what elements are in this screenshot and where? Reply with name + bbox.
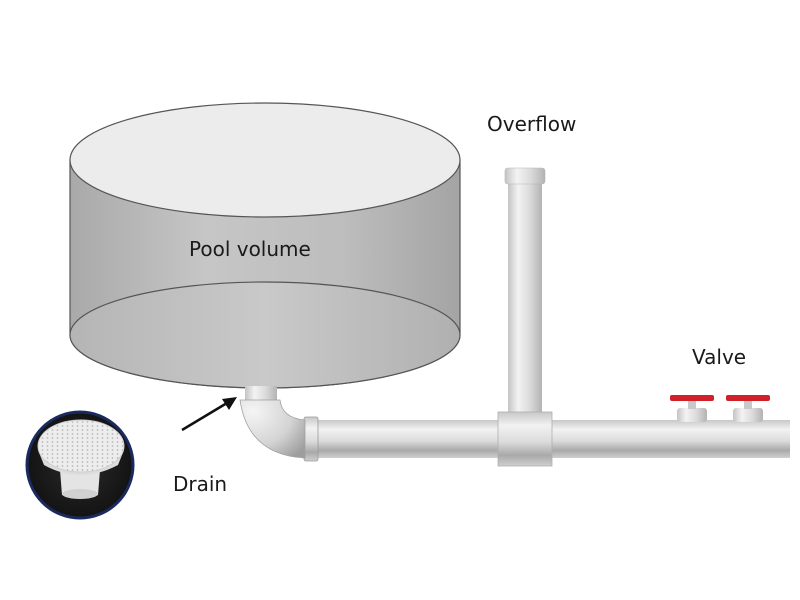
overflow-pipe-cap (504, 167, 546, 185)
pool-volume-label: Pool volume (189, 237, 311, 261)
valve-stem (744, 400, 752, 409)
pool-bottom-ellipse (69, 281, 461, 389)
valve-1 (670, 395, 714, 422)
drain-label: Drain (173, 472, 228, 496)
valve-label: Valve (692, 345, 747, 369)
drain-outlet-rim (62, 489, 98, 499)
drain-elbow (239, 386, 306, 459)
elbow-neck (245, 386, 277, 400)
valve-body (733, 408, 763, 422)
drain-grate (37, 419, 125, 473)
valve-handle (670, 395, 714, 401)
drain-photo (25, 410, 135, 520)
valve-2 (726, 395, 770, 422)
overflow-pipe (497, 167, 553, 467)
valve-handle (726, 395, 770, 401)
pool-top-ellipse (69, 102, 461, 218)
elbow-body (239, 399, 306, 459)
arrow-shaft (181, 398, 233, 432)
tee-fitting (497, 411, 553, 467)
vertical-pipe (508, 180, 542, 420)
pipe-coupling (303, 416, 319, 462)
drain-arrow (181, 397, 237, 432)
pool-cylinder (69, 102, 461, 389)
arrow-head (222, 397, 237, 410)
overflow-label: Overflow (487, 112, 577, 136)
valve-body (677, 408, 707, 422)
valve-stem (688, 400, 696, 409)
